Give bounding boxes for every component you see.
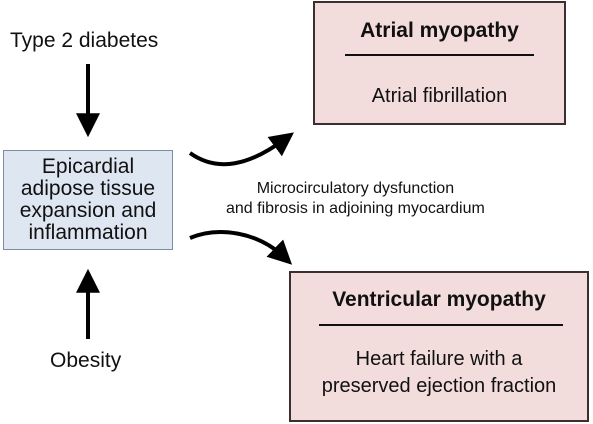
- atrial-myopathy-box: Atrial myopathy Atrial fibrillation: [313, 1, 566, 125]
- arrow-center-to-atrial: [188, 132, 294, 167]
- mechanism-text: Microcirculatory dysfunction and fibrosi…: [226, 180, 485, 217]
- epicardial-adipose-box: Epicardial adipose tissue expansion and …: [3, 150, 173, 250]
- arrow-center-to-ventricular: [189, 230, 293, 265]
- atrial-myopathy-title: Atrial myopathy: [360, 19, 519, 42]
- atrial-divider: [345, 54, 534, 56]
- epicardial-adipose-text: Epicardial adipose tissue expansion and …: [19, 155, 157, 244]
- ventricular-divider: [319, 324, 563, 326]
- ventricular-myopathy-title: Ventricular myopathy: [332, 288, 546, 311]
- hfpef-text: Heart failure with a preserved ejection …: [321, 348, 557, 397]
- input-type2-diabetes: Type 2 diabetes: [10, 29, 159, 52]
- input-obesity: Obesity: [50, 349, 122, 372]
- ventricular-myopathy-box: Ventricular myopathy Heart failure with …: [289, 271, 589, 422]
- atrial-fibrillation-text: Atrial fibrillation: [371, 85, 508, 107]
